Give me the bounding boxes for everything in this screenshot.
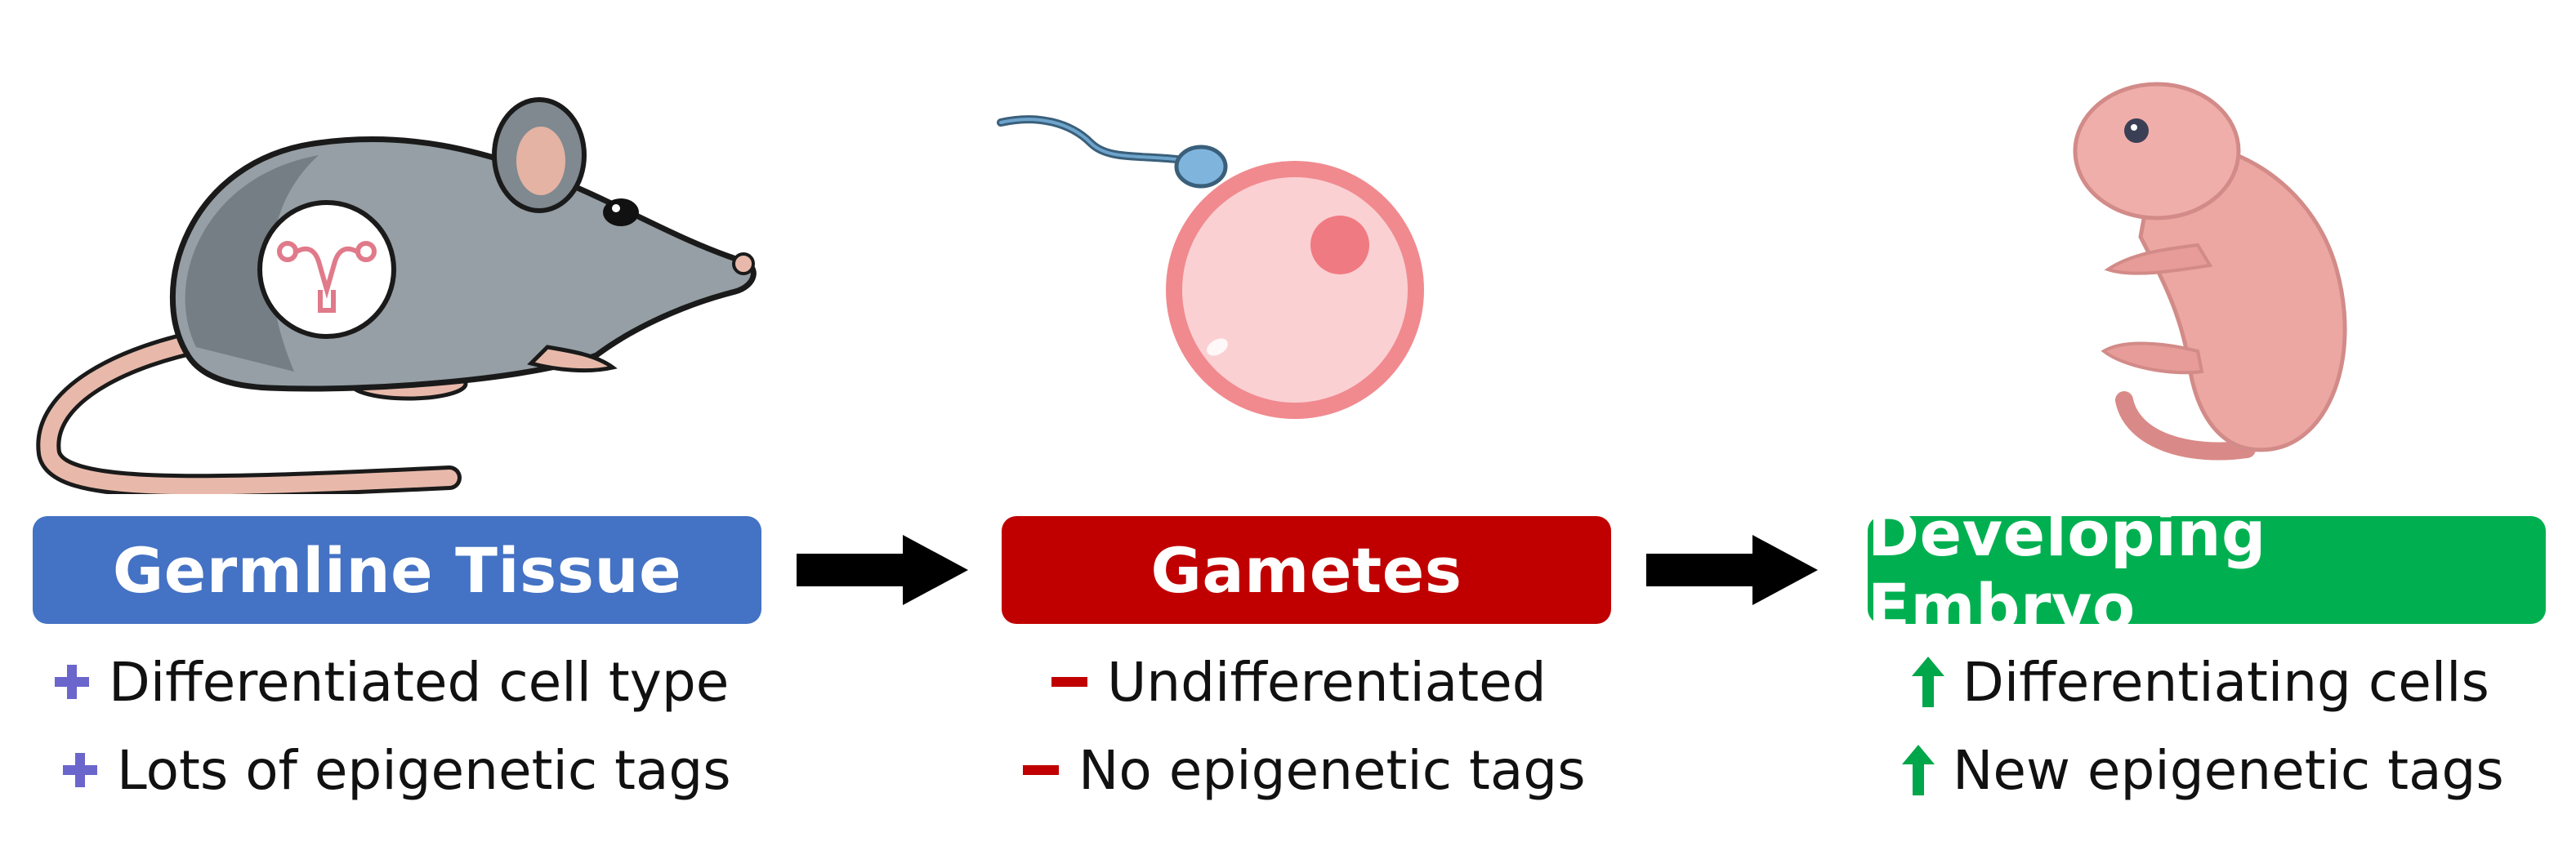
- list-item: New epigenetic tags: [1902, 733, 2504, 807]
- gametes-title: Gametes: [1150, 533, 1462, 607]
- list-item: Differentiated cell type: [53, 645, 729, 719]
- plus-icon: [55, 665, 89, 699]
- list-item-text: Differentiated cell type: [109, 650, 730, 714]
- list-item-text: Differentiating cells: [1962, 650, 2489, 714]
- egg-icon: [1166, 161, 1424, 419]
- list-item: No epigenetic tags: [1021, 733, 1586, 807]
- sperm-and-egg-illustration: [997, 115, 1424, 419]
- arrow-right-icon: [797, 535, 968, 605]
- list-item-text: No epigenetic tags: [1078, 738, 1586, 802]
- gametes-box: Gametes: [1002, 516, 1611, 624]
- list-item: Lots of epigenetic tags: [61, 733, 731, 807]
- germline-tissue-box: Germline Tissue: [33, 516, 761, 624]
- sperm-icon: [997, 115, 1228, 189]
- up-arrow-icon: [1902, 745, 1935, 795]
- minus-icon: [1023, 765, 1059, 775]
- list-item-text: Lots of epigenetic tags: [117, 738, 731, 802]
- arrow-right-icon: [1646, 535, 1818, 605]
- mouse-illustration: [36, 97, 757, 494]
- developing-embryo-title: Developing Embryo: [1868, 497, 2266, 643]
- embryo-illustration: [2073, 82, 2347, 461]
- up-arrow-icon: [1912, 657, 1944, 707]
- developing-embryo-box: Developing Embryo: [1868, 497, 2546, 643]
- uterus-icon: [277, 241, 377, 313]
- minus-icon: [1051, 677, 1087, 687]
- plus-icon: [63, 753, 97, 787]
- germline-tissue-title: Germline Tissue: [112, 533, 682, 607]
- list-item: Differentiating cells: [1912, 645, 2489, 719]
- list-item-text: New epigenetic tags: [1953, 738, 2504, 802]
- list-item-text: Undifferentiated: [1107, 650, 1547, 714]
- list-item: Undifferentiated: [1050, 645, 1547, 719]
